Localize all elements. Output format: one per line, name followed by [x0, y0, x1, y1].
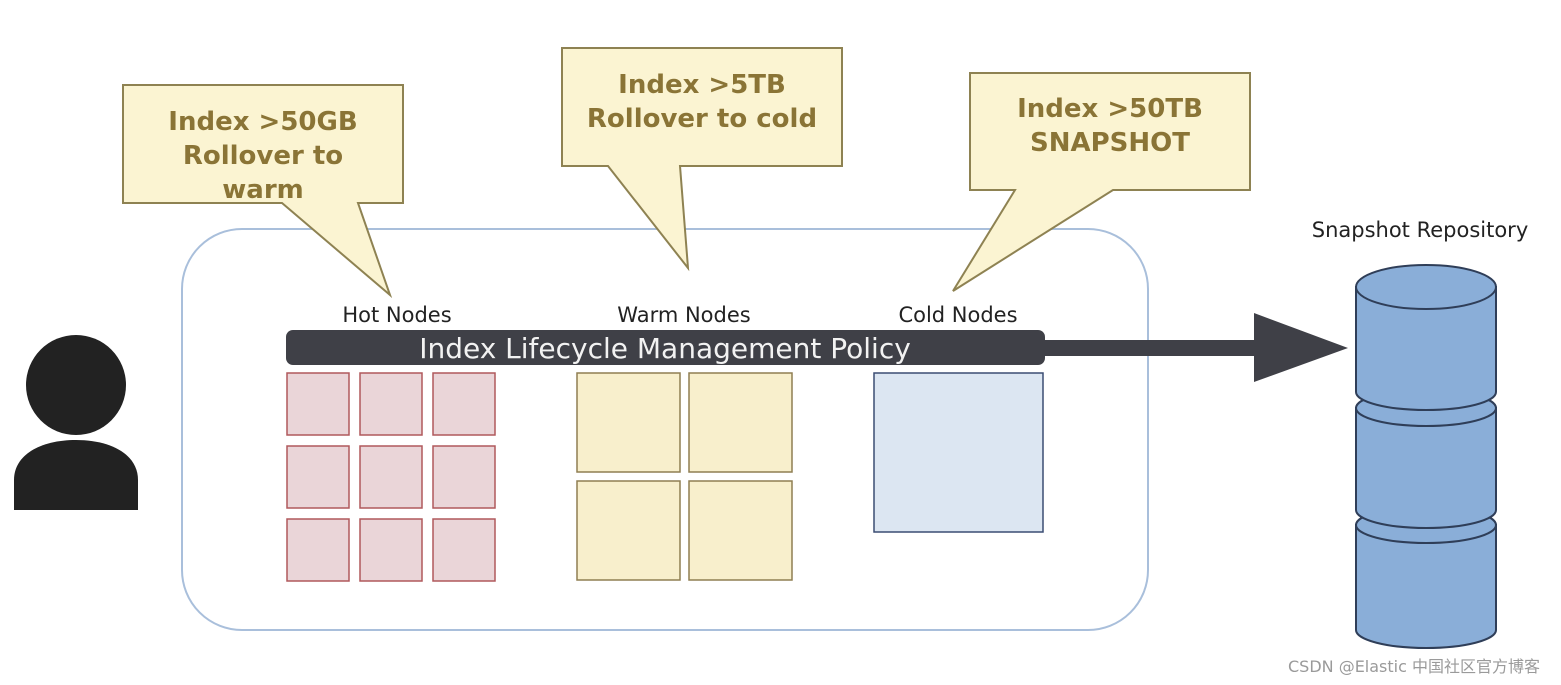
- callout-warm-line-1: Index >5TB: [618, 70, 786, 100]
- hot-shard-8: [359, 518, 423, 582]
- hot-shards: [286, 372, 496, 582]
- user-icon: [14, 335, 138, 510]
- warm-shard-2: [688, 372, 793, 473]
- snapshot-repository-icon: [1355, 264, 1497, 649]
- policy-arrow-shaft: [1030, 340, 1260, 356]
- policy-arrow-head: [1254, 313, 1348, 382]
- policy-bar-label: Index Lifecycle Management Policy: [419, 332, 911, 365]
- policy-arrow: [1030, 313, 1348, 382]
- callout-cold-line-1: Index >50TB: [1017, 94, 1203, 124]
- repo-segment-bottom: [1355, 524, 1497, 649]
- callout-hot: Index >50GB Rollover to warm: [122, 84, 404, 299]
- user-icon-body: [14, 440, 138, 510]
- repo-segment-middle: [1355, 407, 1497, 529]
- callout-hot-line-1: Index >50GB: [168, 107, 357, 137]
- hot-shard-7: [286, 518, 350, 582]
- warm-shard-1: [576, 372, 681, 473]
- hot-shard-5: [359, 445, 423, 509]
- cold-nodes-label: Cold Nodes: [898, 303, 1017, 327]
- callout-warm-shape: [561, 47, 843, 272]
- callout-cold: Index >50TB SNAPSHOT: [952, 72, 1251, 292]
- callout-warm: Index >5TB Rollover to cold: [561, 47, 843, 272]
- warm-shard-4: [688, 480, 793, 581]
- hot-shard-1: [286, 372, 350, 436]
- callout-hot-line-2: Rollover to: [183, 141, 343, 171]
- hot-shard-4: [286, 445, 350, 509]
- callout-cold-line-2: SNAPSHOT: [1030, 128, 1190, 158]
- repo-segment-top-cap: [1355, 264, 1497, 310]
- warm-shards: [576, 372, 793, 581]
- callout-warm-line-2: Rollover to cold: [587, 104, 817, 134]
- callout-hot-shape: [122, 84, 404, 299]
- hot-nodes-label: Hot Nodes: [342, 303, 451, 327]
- warm-nodes-label: Warm Nodes: [617, 303, 750, 327]
- snapshot-repository-label: Snapshot Repository: [1312, 218, 1529, 242]
- cold-shard-1: [873, 372, 1044, 533]
- hot-shard-6: [432, 445, 496, 509]
- warm-shard-3: [576, 480, 681, 581]
- policy-bar: [286, 330, 1045, 365]
- user-icon-head: [26, 335, 126, 435]
- hot-shard-3: [432, 372, 496, 436]
- cold-shards: [873, 372, 1044, 533]
- hot-shard-9: [432, 518, 496, 582]
- watermark: CSDN @Elastic 中国社区官方博客: [1288, 657, 1540, 676]
- hot-shard-2: [359, 372, 423, 436]
- repo-segment-top: [1355, 286, 1497, 411]
- callout-hot-line-3: warm: [222, 175, 303, 205]
- callout-cold-shape: [952, 72, 1251, 292]
